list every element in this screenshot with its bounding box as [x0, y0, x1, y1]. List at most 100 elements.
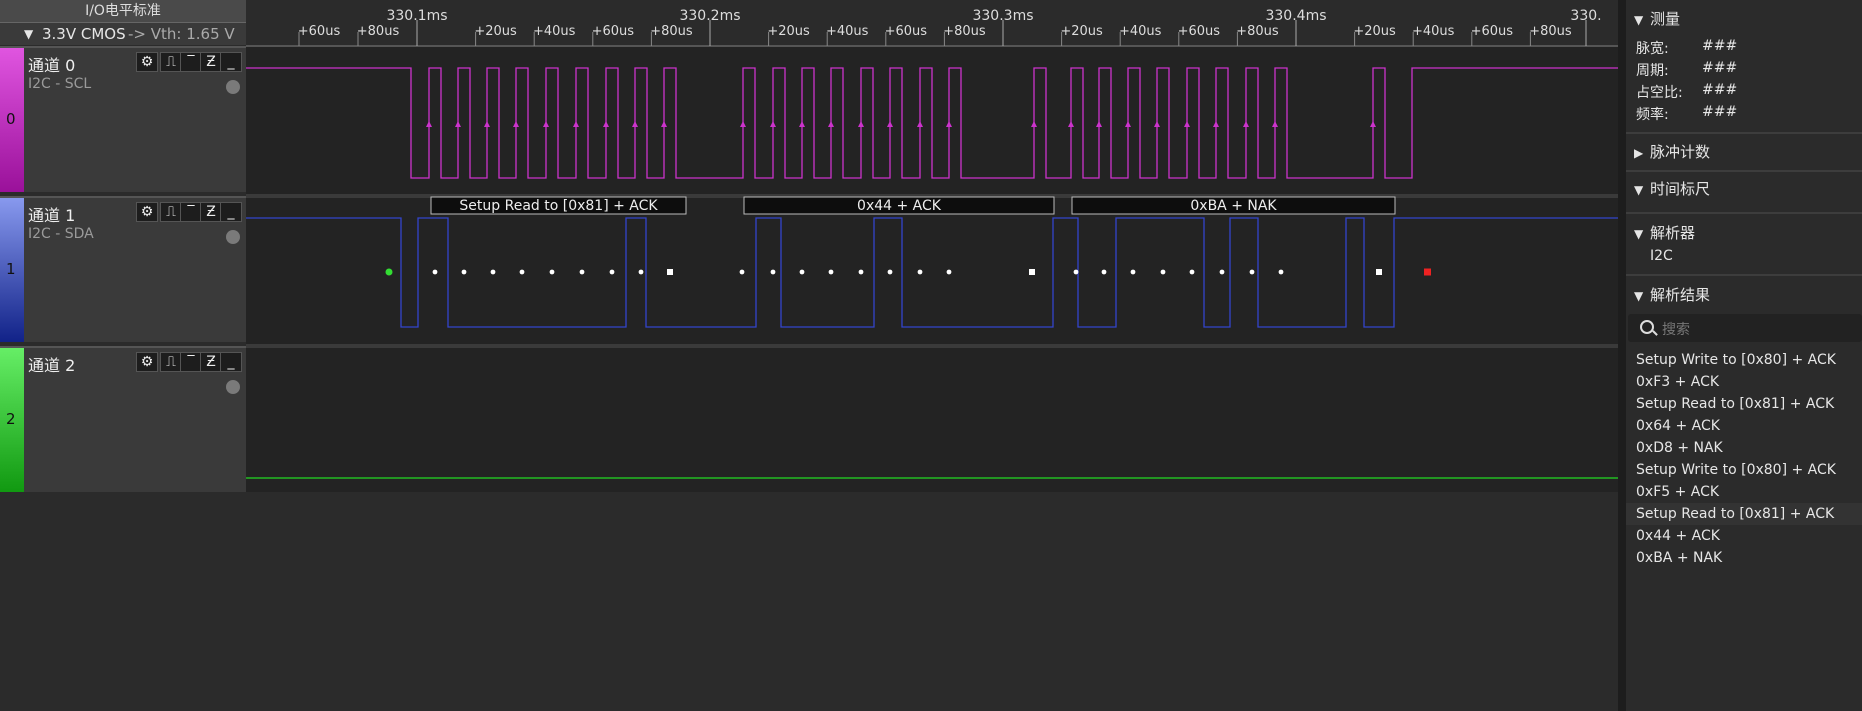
results-section-header[interactable]: ▼解析结果	[1634, 284, 1710, 305]
rising-edge-trigger-icon[interactable]: ⎍	[160, 352, 182, 372]
channel-1-panel[interactable]: 1 通道 1 I2C - SDA ⚙ ⎍ ‾ Ƶ _	[0, 196, 246, 342]
channel-0-panel[interactable]: 0 通道 0 I2C - SCL ⚙ ⎍ ‾ Ƶ _	[0, 46, 246, 192]
bit-marker	[1249, 269, 1255, 275]
falling-edge-trigger-icon[interactable]: Ƶ	[200, 52, 222, 72]
scl-rising-edge-marker	[1184, 121, 1190, 127]
measure-row: 占空比:###	[1636, 82, 1737, 102]
falling-edge-trigger-icon[interactable]: Ƶ	[200, 352, 222, 372]
result-item-selected[interactable]: Setup Read to [0x81] + ACK	[1626, 503, 1862, 525]
result-item[interactable]: 0xF3 + ACK	[1636, 374, 1720, 390]
measure-value: ###	[1702, 104, 1738, 120]
scl-rising-edge-marker	[455, 121, 461, 127]
ruler-minor-label: +60us	[1178, 24, 1221, 39]
chevron-down-icon: ▼	[1634, 13, 1644, 27]
bit-marker	[770, 269, 776, 275]
divider	[1626, 274, 1862, 276]
time-ruler-section-header[interactable]: ▼ 时间标尺	[1634, 178, 1710, 199]
low-level-trigger-icon[interactable]: _	[220, 202, 242, 222]
channel-name[interactable]: 通道 2	[28, 356, 76, 375]
search-input[interactable]: 搜索	[1628, 314, 1862, 342]
result-item[interactable]: 0x44 + ACK	[1636, 528, 1720, 544]
bit-marker	[739, 269, 745, 275]
measure-label: 脉宽:	[1636, 41, 1669, 57]
rising-edge-trigger-icon[interactable]: ⎍	[160, 52, 182, 72]
analyzer-section-header[interactable]: ▼解析器	[1634, 222, 1695, 243]
ruler-minor-label: +40us	[533, 24, 576, 39]
result-item[interactable]: 0x64 + ACK	[1636, 418, 1720, 434]
scl-rising-edge-marker	[917, 121, 923, 127]
io-standard-select[interactable]: ▼ 3.3V CMOS -> Vth: 1.65 V	[0, 23, 246, 45]
start-condition-marker	[385, 268, 393, 276]
result-item[interactable]: 0xF5 + ACK	[1636, 484, 1720, 500]
high-level-trigger-icon[interactable]: ‾	[180, 352, 202, 372]
bit-marker	[887, 269, 893, 275]
ruler-minor-label: +20us	[474, 24, 517, 39]
channel-0-status-dot[interactable]	[226, 80, 240, 94]
scl-rising-edge-marker	[1243, 121, 1249, 127]
scl-rising-edge-marker	[632, 121, 638, 127]
gear-icon[interactable]: ⚙	[136, 202, 158, 222]
ruler-major-label: 330.1ms	[386, 8, 447, 24]
high-level-trigger-icon[interactable]: ‾	[180, 202, 202, 222]
channel-name[interactable]: 通道 1	[28, 206, 76, 225]
channel-1-status-dot[interactable]	[226, 230, 240, 244]
result-item[interactable]: Setup Write to [0x80] + ACK	[1636, 462, 1836, 478]
decode-box	[430, 196, 687, 215]
bit-marker	[432, 269, 438, 275]
bit-marker	[579, 269, 585, 275]
bit-marker	[490, 269, 496, 275]
ruler-minor-label: +20us	[767, 24, 810, 39]
bit-marker	[946, 269, 952, 275]
result-item[interactable]: Setup Write to [0x80] + ACK	[1636, 352, 1836, 368]
measure-label: 频率:	[1636, 107, 1669, 123]
channel-name[interactable]: 通道 0	[28, 56, 76, 75]
channel-protocol: I2C - SCL	[28, 76, 92, 92]
channel-2-status-dot[interactable]	[226, 380, 240, 394]
rising-edge-trigger-icon[interactable]: ⎍	[160, 202, 182, 222]
sda-bit-markers	[385, 268, 1431, 276]
scl-rising-edge-marker	[946, 121, 952, 127]
bit-marker	[461, 269, 467, 275]
gear-icon[interactable]: ⚙	[136, 52, 158, 72]
sda-waveform	[246, 217, 1618, 328]
divider	[1626, 132, 1862, 134]
high-level-trigger-icon[interactable]: ‾	[180, 52, 202, 72]
decode-label: 0xBA + NAK	[1190, 198, 1277, 214]
result-item[interactable]: 0xD8 + NAK	[1636, 440, 1723, 456]
measure-label: 周期:	[1636, 63, 1669, 79]
bit-marker	[1219, 269, 1225, 275]
chevron-down-icon: ▼	[1634, 183, 1644, 197]
pulse-count-section-header[interactable]: ▶脉冲计数	[1634, 141, 1710, 162]
scl-rising-edge-marker	[887, 121, 893, 127]
result-item[interactable]: 0xBA + NAK	[1636, 550, 1723, 566]
time-ruler[interactable]	[246, 0, 1618, 46]
channel-2-panel[interactable]: 2 通道 2 ⚙ ⎍ ‾ Ƶ _	[0, 346, 246, 492]
ruler-minor-label: +60us	[298, 24, 341, 39]
scl-rising-edge-marker	[661, 121, 667, 127]
falling-edge-trigger-icon[interactable]: Ƶ	[200, 202, 222, 222]
low-level-trigger-icon[interactable]: _	[220, 52, 242, 72]
measure-section-header[interactable]: ▼测量	[1634, 8, 1680, 29]
channel-number: 2	[6, 410, 16, 428]
analyzer-value[interactable]: I2C	[1650, 248, 1673, 264]
bit-marker	[549, 269, 555, 275]
ruler-minor-label: +40us	[826, 24, 869, 39]
scl-rising-edge-marker	[573, 121, 579, 127]
scl-rising-edge-marker	[858, 121, 864, 127]
low-level-trigger-icon[interactable]: _	[220, 352, 242, 372]
section-title: 解析结果	[1650, 286, 1711, 304]
section-title: 时间标尺	[1650, 180, 1711, 198]
ruler-minor-label: +80us	[650, 24, 693, 39]
divider	[1626, 212, 1862, 214]
bit-marker	[519, 269, 525, 275]
ruler-major-label: 330.3ms	[972, 8, 1033, 24]
scl-rising-edge-marker	[1213, 121, 1219, 127]
bit-marker	[1101, 269, 1107, 275]
gear-icon[interactable]: ⚙	[136, 352, 158, 372]
result-item[interactable]: Setup Read to [0x81] + ACK	[1636, 396, 1835, 412]
decode-label: 0x44 + ACK	[857, 198, 942, 214]
